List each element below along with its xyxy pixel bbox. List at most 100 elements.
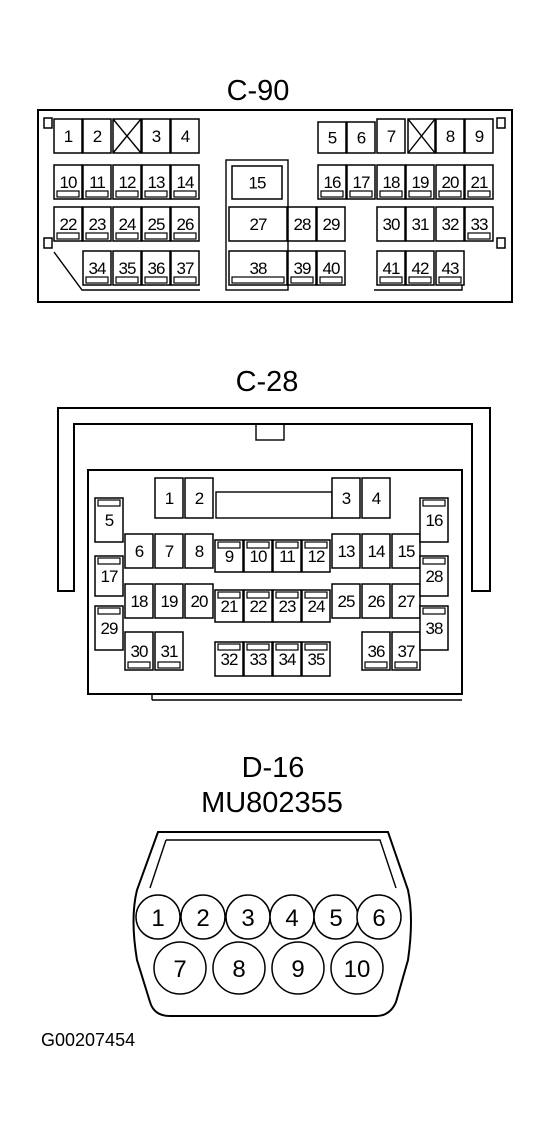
c28-pin-33: 33 xyxy=(243,641,273,677)
c90-pin-number: 4 xyxy=(181,127,190,146)
c28-pin-37: 37 xyxy=(391,631,421,671)
d16-pin-number: 1 xyxy=(151,905,164,932)
c28-pin-19: 19 xyxy=(154,583,184,619)
c90-pin-number: 21 xyxy=(471,173,488,192)
d16-pin-number: 8 xyxy=(232,956,245,983)
c90-pin-28: 28 xyxy=(287,206,317,242)
d16-pin-4: 4 xyxy=(269,894,315,940)
c90-key-bottom-left xyxy=(53,251,200,291)
c90-pin-11: 11 xyxy=(82,164,112,200)
c28-pin-number: 33 xyxy=(250,650,267,669)
c90-pin-number: 22 xyxy=(60,215,77,234)
c28-outer-shroud xyxy=(57,407,491,592)
c90-latch-left-bottom xyxy=(43,237,53,249)
c28-pin-number: 28 xyxy=(426,567,443,586)
d16-pin-8: 8 xyxy=(212,941,266,995)
c90-latch-left-top xyxy=(43,117,53,129)
d16-pin-3: 3 xyxy=(225,894,271,940)
c90-latch-right-top xyxy=(496,117,506,129)
c28-pin-11: 11 xyxy=(272,539,302,573)
c90-pin-35: 35 xyxy=(112,250,142,286)
c90-pin-number: 30 xyxy=(383,215,400,234)
c90-pin-number: 34 xyxy=(89,259,106,278)
d16-label: D-16 xyxy=(242,752,305,784)
c90-pin-12: 12 xyxy=(112,164,142,200)
c90-pin-number: 43 xyxy=(442,259,459,278)
c28-pin-8: 8 xyxy=(184,533,214,569)
c28-pin-27: 27 xyxy=(391,583,421,619)
c90-pin-37: 37 xyxy=(170,250,200,286)
c90-pin-27: 27 xyxy=(228,206,288,242)
c28-pin-number: 6 xyxy=(135,542,144,561)
c28-pin-number: 26 xyxy=(368,592,385,611)
c28-pin-number: 5 xyxy=(105,511,114,530)
c90-pin-number: 17 xyxy=(353,173,370,192)
c28-pin-24: 24 xyxy=(301,589,331,623)
c28-pin-number: 31 xyxy=(161,642,178,661)
c28-pin-number: 36 xyxy=(368,642,385,661)
c28-pin-18: 18 xyxy=(124,583,154,619)
c90-pin-14: 14 xyxy=(170,164,200,200)
d16-pin-number: 6 xyxy=(372,905,385,932)
d16-pin-7: 7 xyxy=(153,941,207,995)
c28-pin-number: 17 xyxy=(101,567,118,586)
c90-blank-cavity xyxy=(112,118,142,154)
c90-pin-30: 30 xyxy=(376,206,406,242)
c28-pin-number: 23 xyxy=(279,597,296,616)
c28-pin-29: 29 xyxy=(94,605,124,651)
c28-pin-number: 12 xyxy=(308,547,325,566)
c90-pin-34: 34 xyxy=(82,250,112,286)
c28-pin-number: 8 xyxy=(195,542,204,561)
c28-pin-number: 14 xyxy=(368,542,385,561)
c28-pin-35: 35 xyxy=(301,641,331,677)
d16-pin-number: 9 xyxy=(291,956,304,983)
d16-pin-1: 1 xyxy=(135,894,181,940)
c90-pin-23: 23 xyxy=(82,206,112,242)
c90-pin-21: 21 xyxy=(464,164,494,200)
c28-pin-number: 22 xyxy=(250,597,267,616)
c28-pin-16: 16 xyxy=(419,497,449,543)
c90-pin-24: 24 xyxy=(112,206,142,242)
c28-pin-34: 34 xyxy=(272,641,302,677)
c90-pin-16: 16 xyxy=(317,164,347,200)
c90-pin-number: 35 xyxy=(119,259,136,278)
c90-pin-31: 31 xyxy=(405,206,435,242)
d16-housing-inner-left xyxy=(149,839,167,889)
c28-pin-22: 22 xyxy=(243,589,273,623)
c90-pin-25: 25 xyxy=(141,206,171,242)
c28-pin-1: 1 xyxy=(154,477,184,519)
c28-pin-38: 38 xyxy=(419,605,449,651)
c28-pin-number: 25 xyxy=(338,592,355,611)
c90-pin-22: 22 xyxy=(53,206,83,242)
c90-pin-18: 18 xyxy=(376,164,406,200)
c90-pin-number: 38 xyxy=(250,259,267,278)
c28-pin-number: 21 xyxy=(221,597,238,616)
c28-pin-14: 14 xyxy=(361,533,391,569)
c90-pin-4: 4 xyxy=(170,118,200,154)
c90-pin-number: 14 xyxy=(177,173,194,192)
c28-pin-number: 20 xyxy=(191,592,208,611)
d16-pin-2: 2 xyxy=(180,894,226,940)
c28-pin-7: 7 xyxy=(154,533,184,569)
c90-pin-29: 29 xyxy=(316,206,346,242)
c28-pin-23: 23 xyxy=(272,589,302,623)
c28-pin-13: 13 xyxy=(331,533,361,569)
c90-pin-1: 1 xyxy=(53,118,83,154)
c90-pin-10: 10 xyxy=(53,164,83,200)
c90-pin-6: 6 xyxy=(346,121,376,154)
c28-top-key xyxy=(255,423,285,441)
c90-pin-number: 39 xyxy=(294,259,311,278)
c28-pin-4: 4 xyxy=(361,477,391,519)
c90-pin-15: 15 xyxy=(231,165,283,200)
c28-pin-number: 2 xyxy=(195,489,204,508)
d16-pin-number: 7 xyxy=(173,956,186,983)
c90-pin-number: 18 xyxy=(383,173,400,192)
c90-pin-number: 5 xyxy=(328,129,337,148)
c90-pin-number: 29 xyxy=(323,215,340,234)
c28-pin-5: 5 xyxy=(94,497,124,543)
c28-pin-28: 28 xyxy=(419,555,449,597)
